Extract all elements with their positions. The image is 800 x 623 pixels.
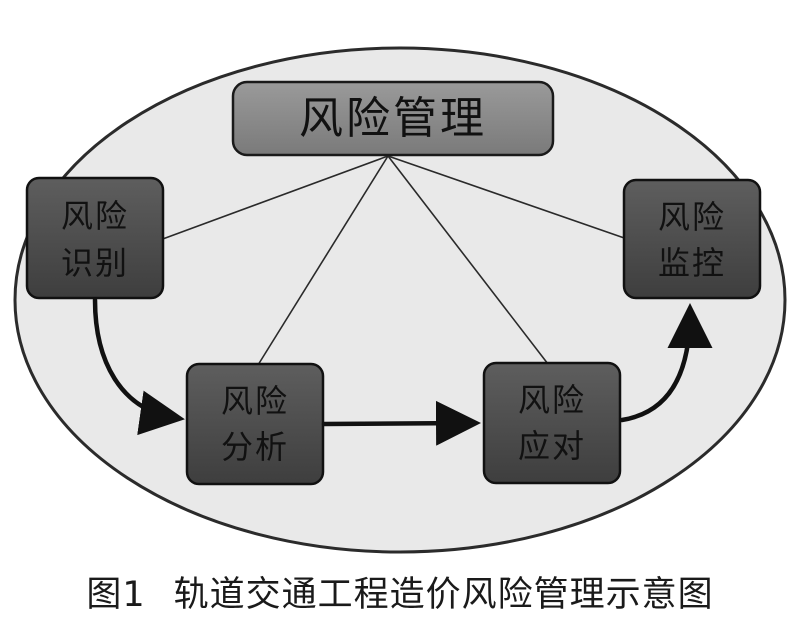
node-respond: 风险 应对 [482, 361, 622, 485]
figure-title: 轨道交通工程造价风险管理示意图 [173, 575, 714, 615]
figure-label: 图1 [86, 575, 146, 615]
connector-to-respond [387, 155, 549, 365]
node-identify-line2: 识别 [61, 244, 129, 282]
connector-to-analyze [257, 155, 389, 366]
node-respond-line1: 风险 [518, 381, 586, 419]
connector-to-monitor [387, 155, 631, 241]
center-node: 风险管理 [231, 80, 555, 157]
node-monitor-line1: 风险 [658, 198, 726, 236]
node-respond-line2: 应对 [518, 427, 586, 465]
node-analyze-line1: 风险 [221, 382, 289, 420]
arrow-respond-to-monitor [619, 303, 713, 423]
node-analyze-line2: 分析 [221, 428, 289, 466]
node-monitor: 风险 监控 [622, 178, 762, 300]
flow-arrows [92, 297, 713, 446]
arrow-analyze-to-respond [321, 400, 481, 446]
node-identify-line1: 风险 [61, 197, 129, 235]
figure-caption: 图1 轨道交通工程造价风险管理示意图 [0, 566, 800, 617]
risk-management-diagram: 风险管理 风险 识别 风险 监控 风险 分析 风险 应对 [13, 46, 787, 554]
node-monitor-line2: 监控 [658, 244, 726, 282]
connector-to-identify [159, 155, 389, 241]
node-analyze: 风险 分析 [185, 362, 325, 486]
arrow-identify-to-analyze [92, 297, 185, 436]
node-identify: 风险 识别 [25, 176, 165, 300]
center-node-label: 风险管理 [299, 93, 487, 144]
connector-lines [159, 155, 631, 366]
